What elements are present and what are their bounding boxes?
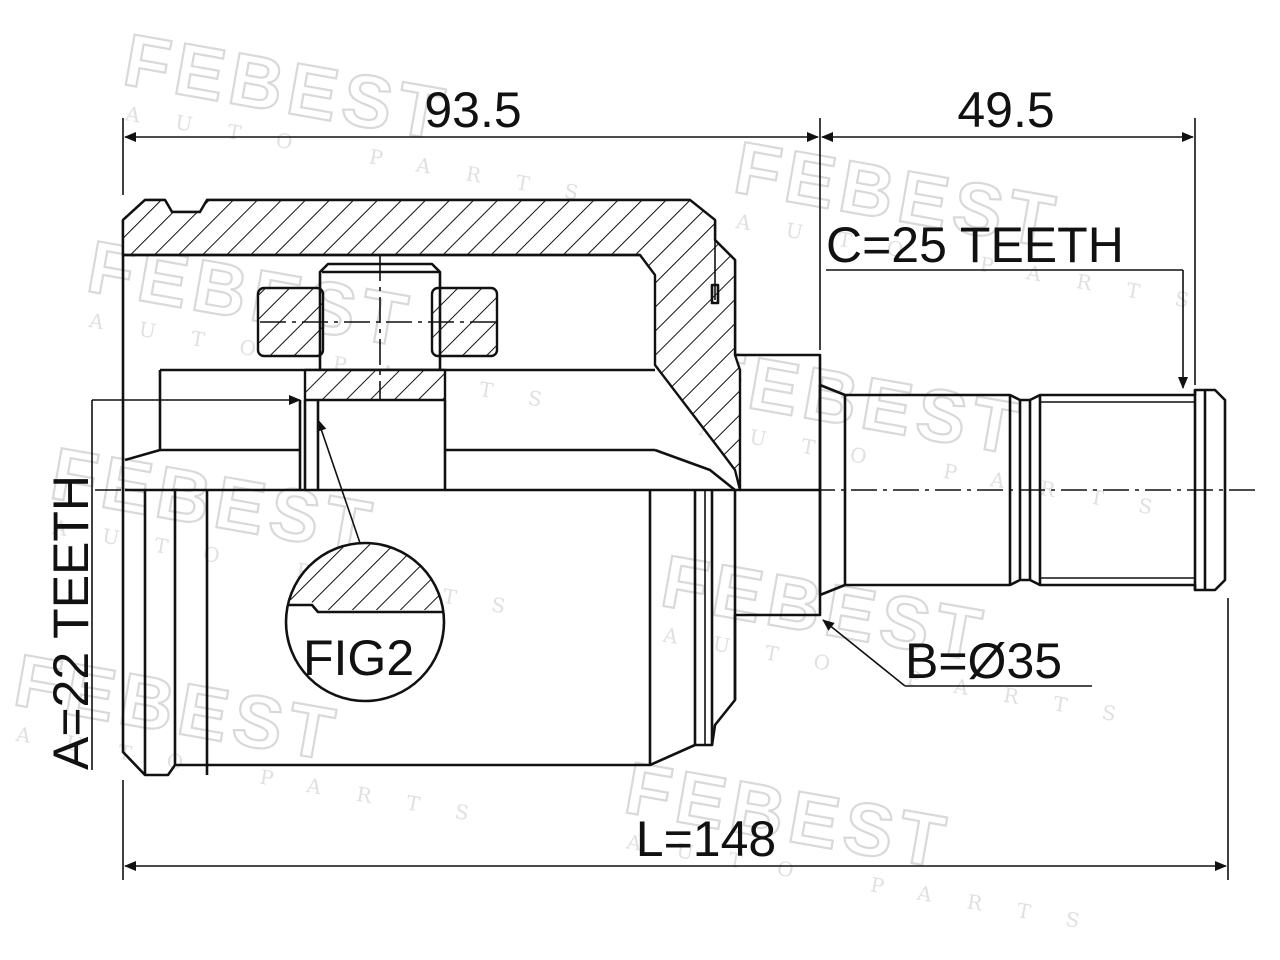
- dimension-seal-diameter: B=Ø35: [822, 619, 1092, 689]
- dimension-total-length: L=148: [122, 598, 1229, 880]
- dim-housing-length-label: 93.5: [424, 82, 521, 138]
- watermark: FEBEST FEBEST AUTO PARTS AUTO PARTS FEBE…: [8, 17, 1227, 939]
- dimension-inner-spline: A=22 TEETH: [43, 395, 301, 770]
- dim-total-length-label: L=148: [636, 811, 776, 867]
- dim-seal-diameter-label: B=Ø35: [905, 633, 1062, 689]
- dimension-housing-length: 93.5: [122, 82, 821, 350]
- dim-outer-spline-label: C=25 TEETH: [826, 217, 1124, 273]
- dim-inner-spline-label: A=22 TEETH: [43, 475, 99, 770]
- dim-shaft-length-label: 49.5: [957, 82, 1054, 138]
- fig2-label: FIG2: [303, 630, 414, 686]
- dimension-outer-spline: C=25 TEETH: [826, 217, 1188, 389]
- tripod-roller: [256, 255, 500, 490]
- dimension-shaft-length: 49.5: [821, 82, 1196, 385]
